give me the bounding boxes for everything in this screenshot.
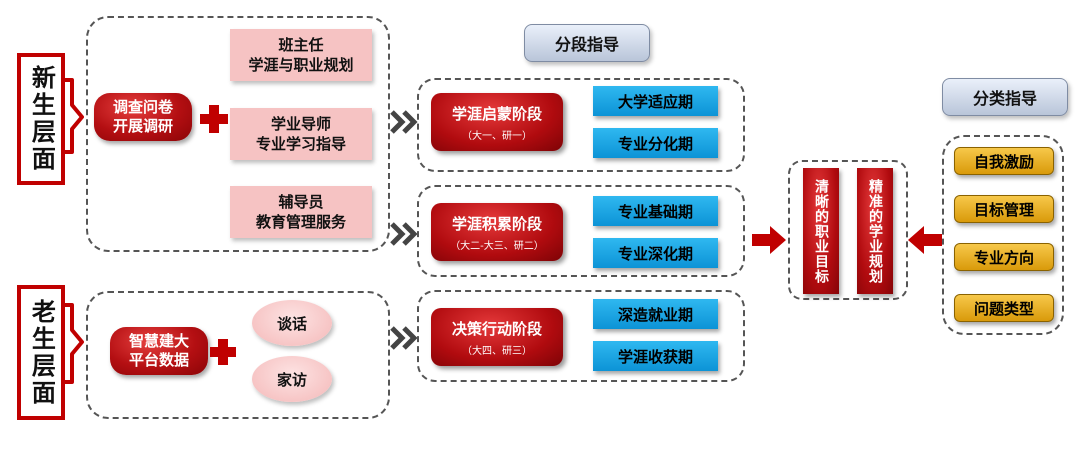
platform-data-pill: 智慧建大 平台数据 [110, 327, 208, 375]
stage-group-1 [417, 78, 745, 172]
goal-career: 清晰的职业目标 [803, 168, 839, 294]
stage-3: 决策行动阶段 （大四、研三） [431, 308, 563, 366]
stage-subtitle: （大一、研一） [462, 130, 532, 142]
category-group [942, 135, 1064, 335]
category-guidance-header: 分类指导 [942, 78, 1068, 116]
stage-group-2 [417, 185, 745, 277]
method-talk: 谈话 [252, 300, 332, 346]
period-box: 大学适应期 [593, 86, 718, 116]
stage-1: 学涯启蒙阶段 （大一、研一） [431, 93, 563, 151]
plus-icon [200, 105, 228, 133]
period-box: 专业分化期 [593, 128, 718, 158]
mentor-box-academic: 学业导师 专业学习指导 [230, 108, 372, 160]
chevron-right-icon [390, 326, 418, 350]
period-box: 专业基础期 [593, 196, 718, 226]
chevron-right-icon [390, 110, 418, 134]
period-box: 专业深化期 [593, 238, 718, 268]
stage-title: 决策行动阶段 [451, 319, 542, 338]
period-box: 学涯收获期 [593, 341, 718, 371]
staged-guidance-header: 分段指导 [524, 24, 650, 62]
stage-title: 学涯积累阶段 [451, 214, 542, 233]
period-box: 深造就业期 [593, 299, 718, 329]
new-student-group [86, 16, 390, 252]
arrow-right-icon [752, 226, 786, 254]
old-level-label: 老生层面 [17, 285, 65, 420]
arrow-left-icon [908, 226, 942, 254]
category-box: 自我激励 [954, 147, 1054, 175]
stage-2: 学涯积累阶段 （大二-大三、研二） [431, 203, 563, 261]
stage-subtitle: （大二-大三、研二） [450, 240, 544, 252]
chevron-right-icon [390, 222, 418, 246]
new-level-label: 新生层面 [17, 53, 65, 185]
category-box: 问题类型 [954, 294, 1054, 322]
survey-pill: 调查问卷 开展调研 [94, 93, 192, 141]
mentor-box-head-teacher: 班主任 学涯与职业规划 [230, 29, 372, 81]
method-home-visit: 家访 [252, 356, 332, 402]
category-box: 专业方向 [954, 243, 1054, 271]
stage-subtitle: （大四、研三） [462, 345, 532, 357]
old-student-group [86, 291, 390, 419]
stage-group-3 [417, 290, 745, 382]
stage-title: 学涯启蒙阶段 [451, 104, 542, 123]
goal-academic: 精准的学业规划 [857, 168, 893, 294]
mentor-box-counselor: 辅导员 教育管理服务 [230, 186, 372, 238]
plus-icon [210, 339, 236, 365]
category-box: 目标管理 [954, 195, 1054, 223]
goals-group [788, 160, 908, 300]
